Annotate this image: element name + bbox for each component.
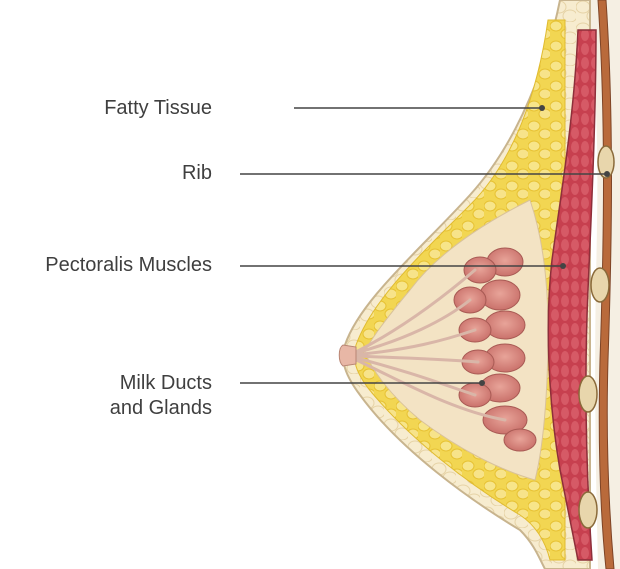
leader-dot-milk-ducts xyxy=(479,380,485,386)
leader-dot-rib xyxy=(604,171,610,177)
label-milk-ducts-and-glands: Milk Ducts and Glands xyxy=(110,371,212,421)
label-fatty-tissue-text: Fatty Tissue xyxy=(104,96,212,121)
label-rib-text: Rib xyxy=(182,161,212,186)
leader-dot-pectoralis xyxy=(560,263,566,269)
label-rib: Rib xyxy=(182,161,212,186)
label-milk-ducts-line1: Milk Ducts xyxy=(110,371,212,396)
label-milk-ducts-line2: and Glands xyxy=(110,396,212,421)
label-pectoralis-muscles: Pectoralis Muscles xyxy=(45,253,212,278)
nipple xyxy=(339,345,356,366)
label-fatty-tissue: Fatty Tissue xyxy=(104,96,212,121)
leader-dot-fatty-tissue xyxy=(539,105,545,111)
label-pectoralis-muscles-text: Pectoralis Muscles xyxy=(45,253,212,278)
